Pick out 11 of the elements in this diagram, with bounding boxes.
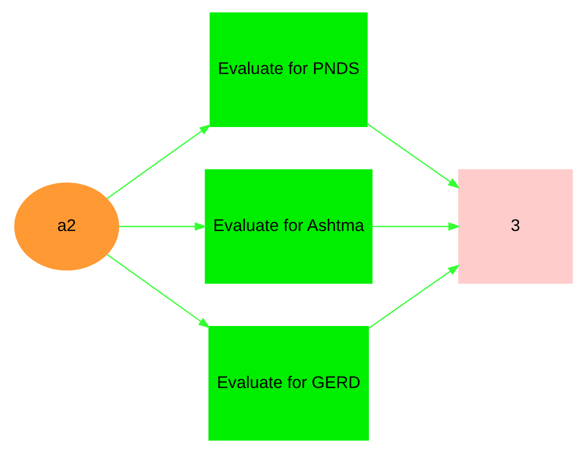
node-box: Evaluate for GERD bbox=[208, 326, 368, 441]
arrow bbox=[368, 264, 460, 329]
arrow bbox=[372, 222, 460, 231]
node-ellipse: a2 bbox=[14, 182, 119, 271]
node-box: Evaluate for PNDS bbox=[209, 12, 368, 127]
arrow bbox=[118, 222, 206, 231]
arrow bbox=[106, 124, 211, 199]
arrow bbox=[106, 254, 210, 328]
node-box: 3 bbox=[458, 169, 572, 284]
arrow bbox=[366, 123, 460, 189]
node-box: Evaluate for Ashtma bbox=[204, 169, 372, 284]
